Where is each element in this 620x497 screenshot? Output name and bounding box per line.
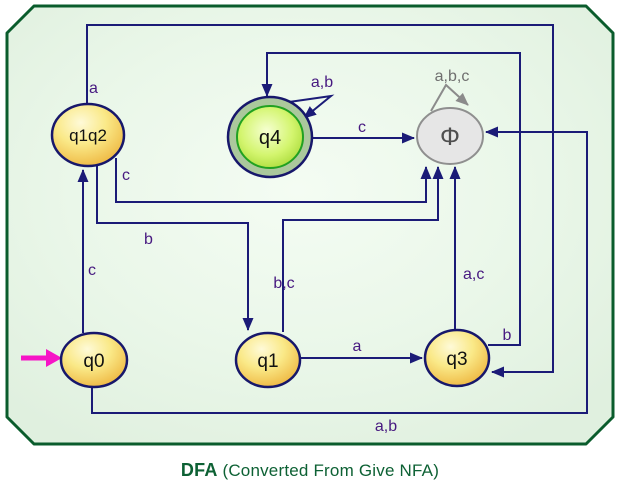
label-q0-q1q2: c [88, 262, 96, 279]
state-phi: Φ [416, 107, 484, 165]
state-phi-label: Φ [440, 123, 460, 151]
label-q1q2-phi: c [122, 167, 130, 184]
state-q1-circle [234, 331, 302, 389]
state-q1-label: q1 [257, 351, 278, 372]
state-q1q2-label: q1q2 [69, 126, 107, 145]
label-q1-phi: b,c [273, 275, 294, 292]
state-q3: q3 [423, 328, 491, 388]
transition-q1-phi [282, 166, 444, 332]
state-q1q2-circle [50, 102, 126, 168]
state-q1: q1 [234, 331, 302, 389]
label-q3-phi: a,c [463, 266, 484, 283]
state-q1q2: q1q2 [50, 102, 126, 168]
transition-phi-selfloop [430, 83, 469, 112]
label-q4-phi: c [358, 119, 366, 136]
transition-q3-q4 [261, 52, 521, 346]
transition-q0-phi [91, 126, 588, 414]
state-q0-label: q0 [83, 351, 104, 372]
state-q3-circle [423, 328, 491, 388]
label-q1q2-q1: b [144, 231, 153, 248]
state-q4-label: q4 [259, 127, 281, 149]
label-q1q2-q3: a [89, 80, 98, 97]
automaton-drawing: q1q2 q4 Φ q0 q1 q3 c b c a a,b b,c a a,c… [5, 4, 615, 446]
label-phi-selfloop: a,b,c [435, 68, 470, 85]
label-q3-q4: b [503, 327, 512, 344]
diagram-caption: DFA (Converted From Give NFA) [0, 460, 620, 481]
caption-title-bold: DFA [180, 460, 218, 480]
state-q3-label: q3 [446, 349, 467, 370]
caption-title-rest: (Converted From Give NFA) [217, 461, 440, 480]
state-q4-inner-circle [236, 105, 304, 169]
state-phi-circle [416, 107, 484, 165]
state-q4: q4 [226, 95, 314, 179]
state-q0: q0 [59, 331, 129, 389]
transition-q4-selfloop [288, 94, 335, 119]
state-q0-circle [59, 331, 129, 389]
start-state-arrow [21, 349, 62, 367]
transition-q1q2-phi [115, 158, 432, 203]
label-q1-q3: a [353, 338, 362, 355]
label-q4-selfloop: a,b [311, 74, 333, 91]
transition-q1q2-q1 [96, 160, 254, 331]
transition-q1q2-q3 [86, 24, 554, 378]
label-q0-phi: a,b [375, 418, 397, 435]
